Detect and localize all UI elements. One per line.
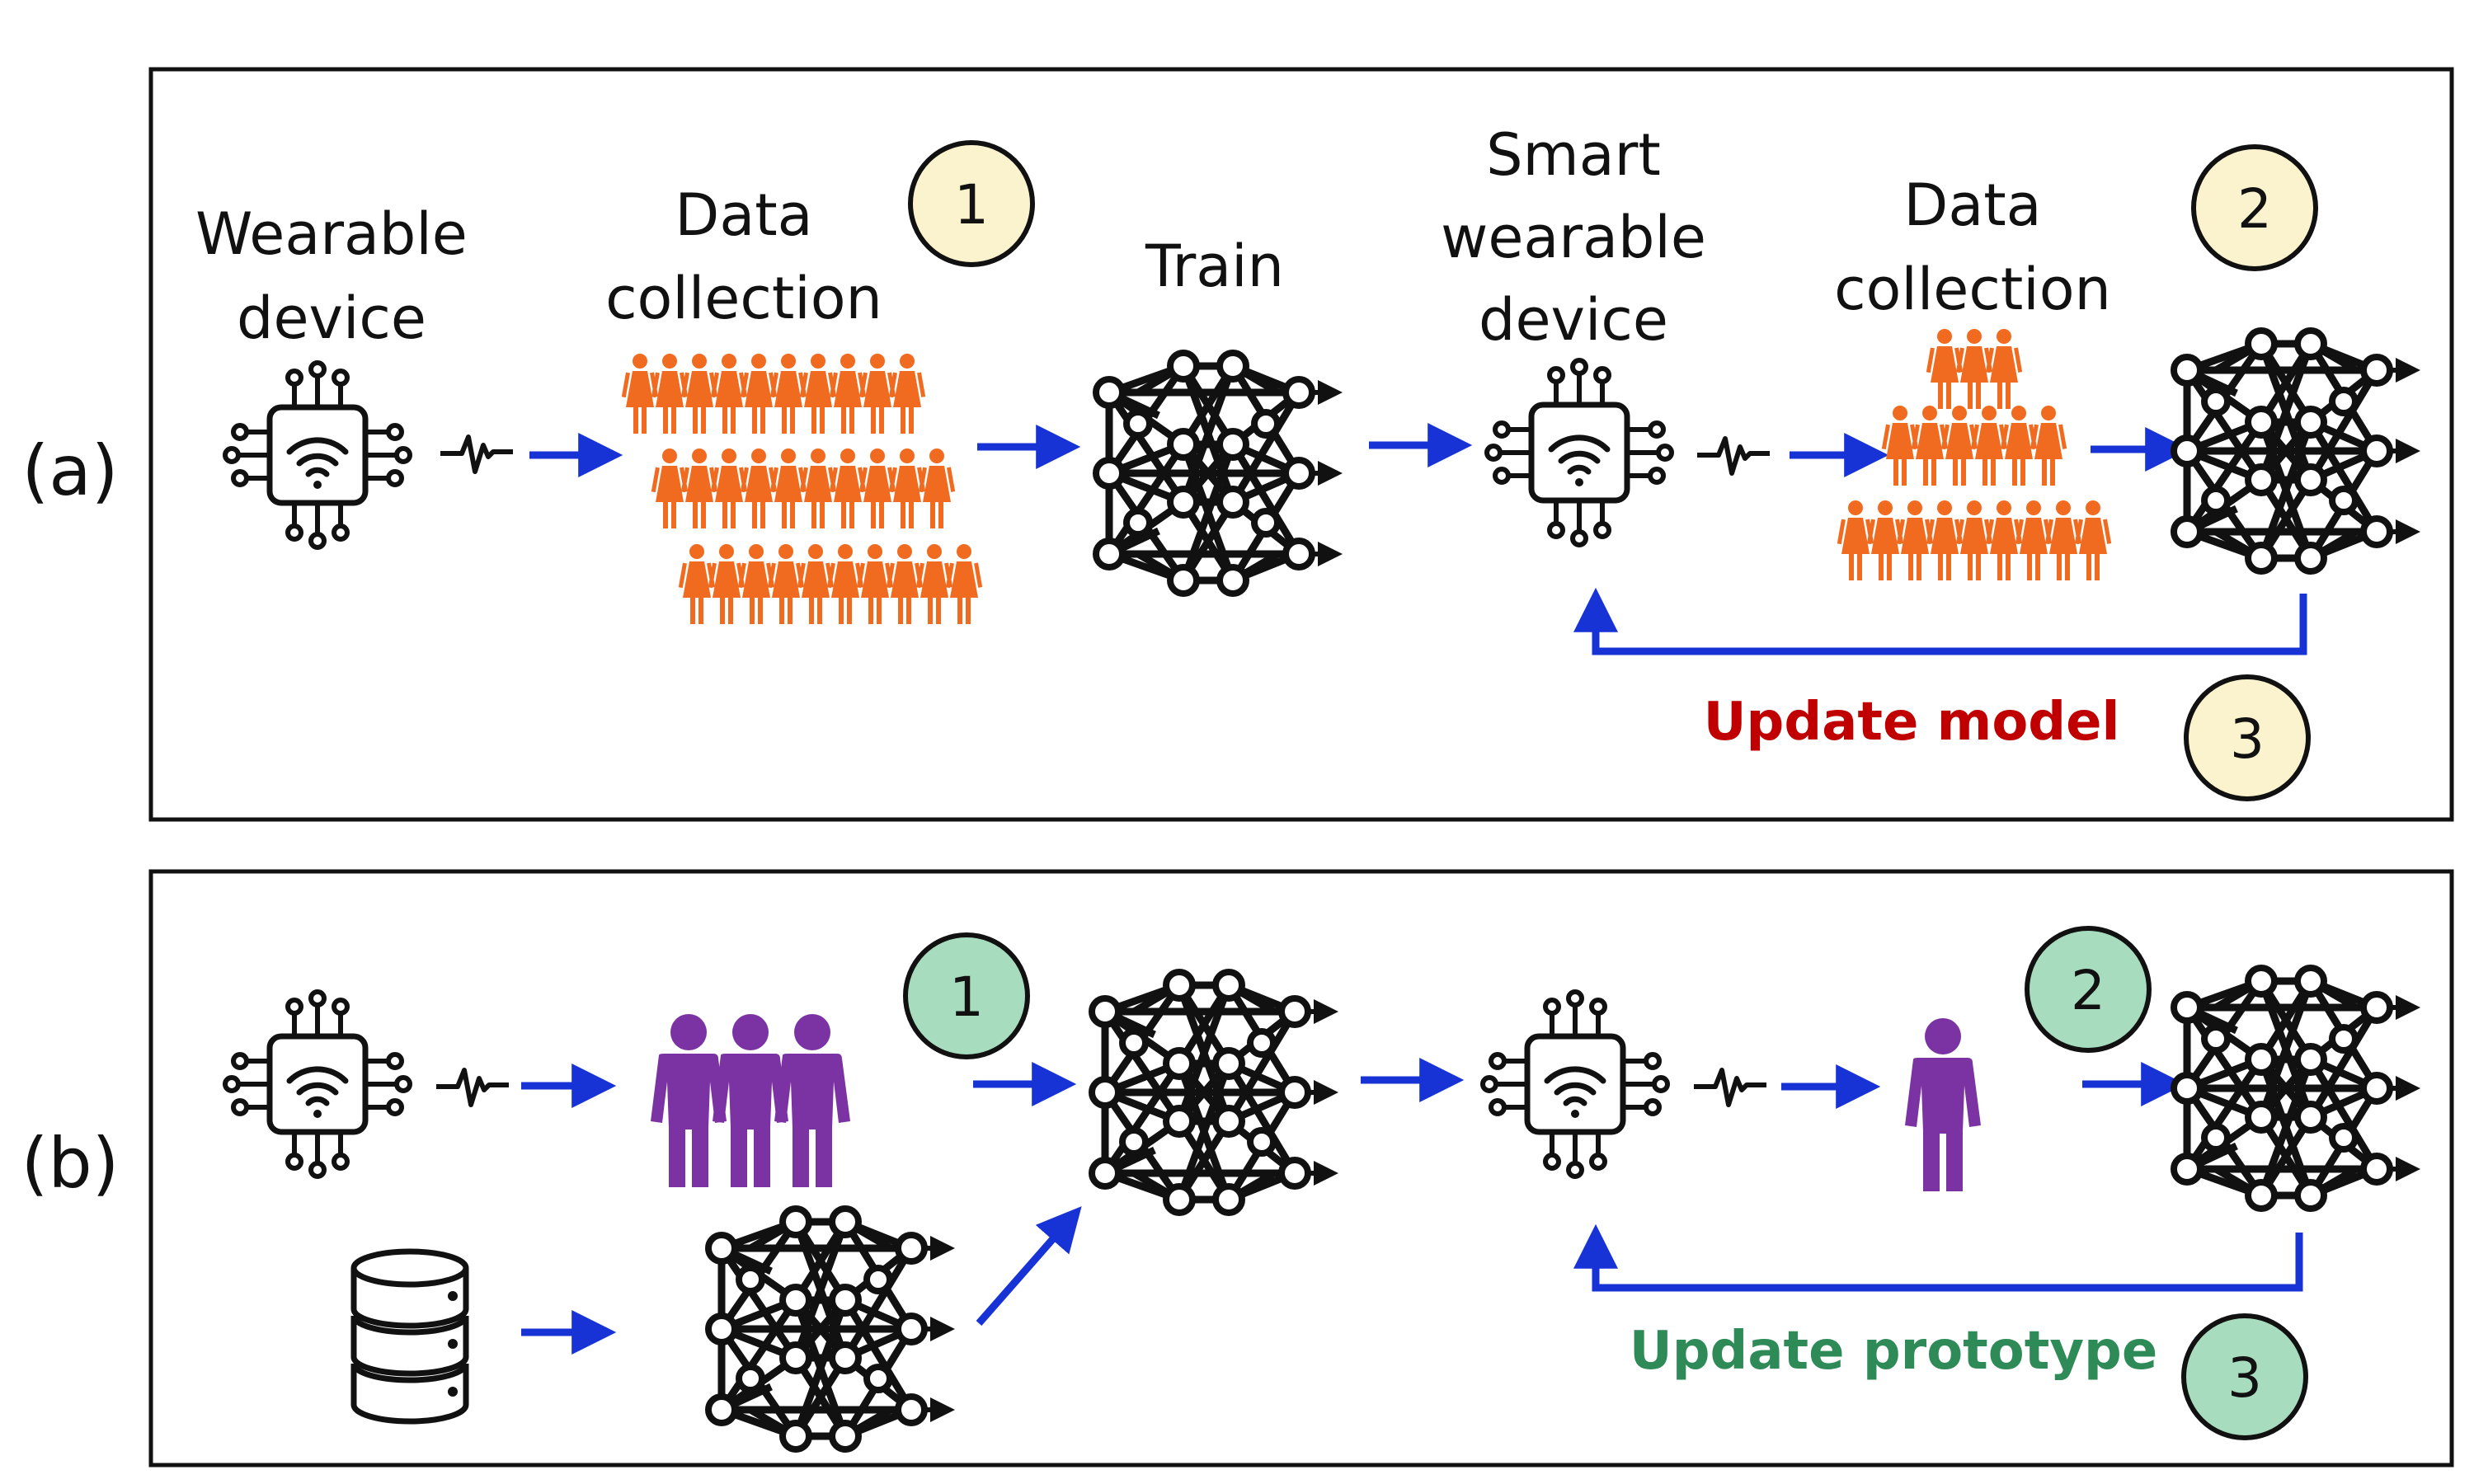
step-1-number-b: 1 xyxy=(949,965,984,1029)
update-model-label: Update model xyxy=(1704,692,2120,753)
panel-a-frame xyxy=(148,67,2454,822)
step-3-circle-a xyxy=(2184,674,2311,801)
step-2-number-a: 2 xyxy=(2237,177,2272,241)
smart-wearable-line2: wearable xyxy=(1441,204,1706,271)
people-group-icon xyxy=(651,1014,850,1187)
smart-wearable-line1: Smart xyxy=(1486,121,1661,189)
panel-b-frame xyxy=(148,869,2454,1468)
neural-network-icon-a2 xyxy=(2174,331,2408,571)
data-collection-1-line2: collection xyxy=(605,265,882,332)
update-model-arrow xyxy=(1573,587,2307,655)
single-person-icon xyxy=(1905,1018,1981,1191)
smart-chip-icon-b xyxy=(1483,992,1667,1176)
step-3-number-b: 3 xyxy=(2227,1346,2262,1410)
signal-wave-icon-a2 xyxy=(1697,439,1770,473)
database-icon xyxy=(354,1252,466,1421)
step-2-circle-a xyxy=(2191,144,2318,271)
neural-network-icon-b-pretrained xyxy=(708,1209,943,1449)
panel-a-label: (a) xyxy=(21,430,118,511)
update-prototype-arrow xyxy=(1573,1223,2303,1292)
neural-network-icon-b2 xyxy=(2174,968,2408,1209)
update-prototype-label: Update prototype xyxy=(1630,1321,2158,1382)
data-collection-2-line1: Data xyxy=(1903,171,2041,239)
signal-wave-icon-b2 xyxy=(1694,1070,1766,1105)
neural-network-icon-b1 xyxy=(1092,972,1326,1213)
wearable-label-line1: Wearable xyxy=(195,200,468,268)
signal-wave-icon-b1 xyxy=(436,1070,509,1105)
smart-chip-icon-a xyxy=(1487,360,1672,545)
step-3-circle-b xyxy=(2181,1313,2308,1440)
data-collection-1-line1: Data xyxy=(675,181,812,249)
smart-wearable-line3: device xyxy=(1479,286,1668,354)
step-1-circle-b xyxy=(903,932,1030,1059)
arrow-b4 xyxy=(976,1206,1082,1326)
wearable-label-line2: device xyxy=(237,284,426,352)
neural-network-icon-a1 xyxy=(1096,353,1330,594)
data-collection-2-line2: collection xyxy=(1834,256,2111,323)
crowd-large-icon xyxy=(621,354,983,624)
step-2-number-b: 2 xyxy=(2071,959,2105,1022)
wearable-chip-icon xyxy=(225,363,410,547)
wearable-chip-icon-b xyxy=(225,992,410,1176)
step-1-number-a: 1 xyxy=(954,173,989,237)
step-3-number-a: 3 xyxy=(2230,707,2265,771)
step-2-circle-b xyxy=(2025,926,2152,1053)
train-label: Train xyxy=(1145,232,1284,300)
crowd-pyramid-icon xyxy=(1837,329,2112,580)
signal-wave-icon xyxy=(440,437,513,472)
step-1-circle-a xyxy=(908,140,1035,267)
panel-b-label: (b) xyxy=(21,1123,120,1204)
